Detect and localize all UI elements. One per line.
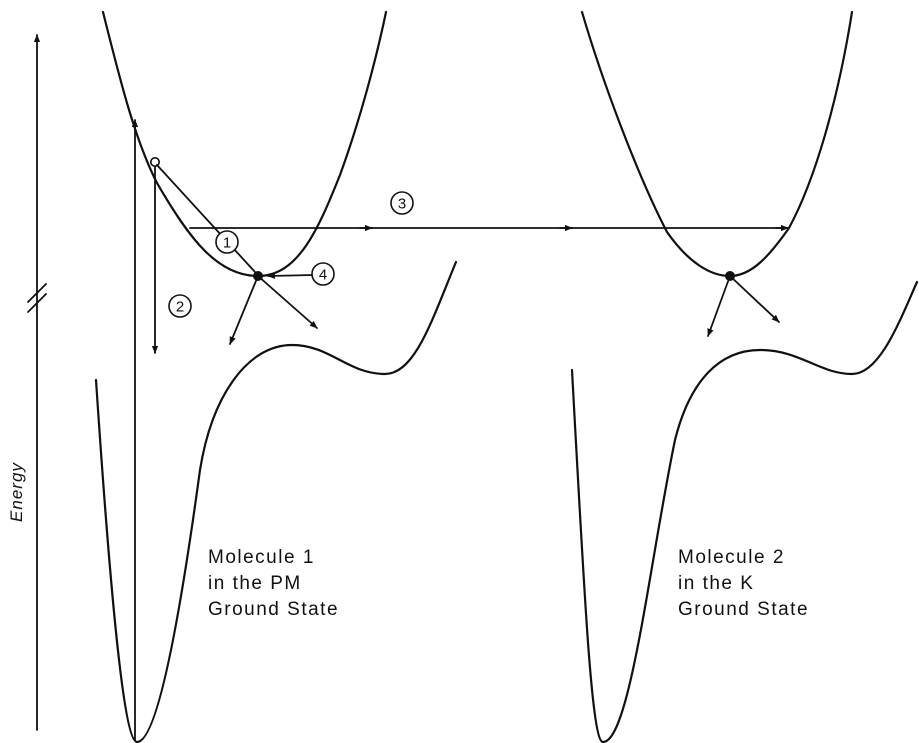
- step-label-circle: [215, 230, 239, 254]
- step-label-circle: [168, 294, 192, 318]
- molecule1-caption-line: Molecule 1: [208, 547, 315, 568]
- axis-break-mark: [27, 293, 47, 313]
- molecule1-decay-arrow-right: [257, 275, 318, 329]
- step-label-text: 1: [223, 235, 231, 252]
- molecule2-caption: Molecule 2 in the K Ground State: [678, 547, 809, 620]
- process-4-arrow: [267, 272, 315, 280]
- molecule2-excited-state-curve: [580, 10, 854, 278]
- molecule2-caption-line: Molecule 2: [678, 547, 785, 568]
- molecule1-caption-line: in the PM: [208, 573, 302, 594]
- molecule2-caption-line: Ground State: [678, 599, 809, 620]
- molecule2-ground-state-curve: [570, 280, 919, 743]
- molecule1-decay-arrow-left: [229, 275, 259, 345]
- process-1-line: [156, 164, 256, 273]
- energy-axis-label: Energy: [7, 462, 26, 522]
- step-label-4: 4: [311, 262, 335, 286]
- step-label-1: 1: [215, 230, 239, 254]
- molecule2-decay-arrow-right: [729, 275, 780, 323]
- molecule2-caption-line: in the K: [678, 573, 754, 594]
- molecule1-ground-state-curve: [94, 260, 458, 743]
- step-label-text: 3: [398, 196, 406, 213]
- step-label-2: 2: [168, 294, 192, 318]
- axis-break-mark: [27, 283, 47, 303]
- molecule1-caption: Molecule 1 in the PM Ground State: [208, 547, 339, 620]
- step-label-circle: [390, 191, 414, 215]
- step-label-text: 2: [176, 299, 184, 316]
- molecule1-excited-state-curve: [101, 10, 388, 278]
- molecule1-caption-line: Ground State: [208, 599, 339, 620]
- step-label-3: 3: [390, 191, 414, 215]
- step-label-text: 4: [319, 267, 327, 284]
- step-label-circle: [311, 262, 335, 286]
- molecule2-decay-arrow-left: [707, 275, 731, 337]
- energy-axis: Energy: [7, 34, 47, 731]
